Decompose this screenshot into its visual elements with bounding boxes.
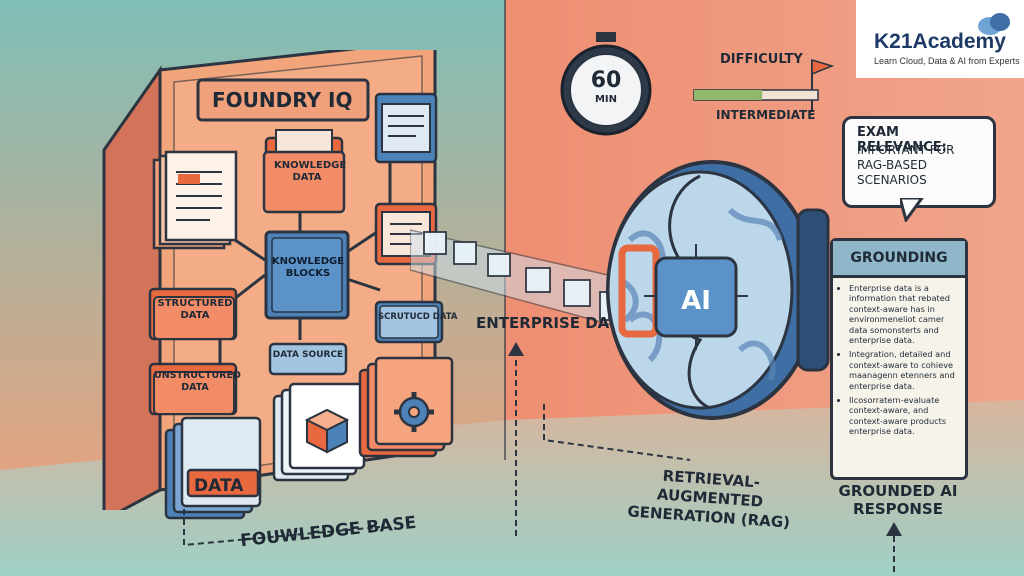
structured-data-folder	[148, 287, 238, 341]
data-source-label: DATA SOURCE	[272, 350, 344, 360]
enterprise-data-label: ENTERPRISE DATA	[476, 314, 629, 332]
structured-data-label: STRUCTURED DATA	[157, 298, 233, 321]
knowledge-data-label: KNOWLEDGE DATA	[274, 160, 347, 183]
brain-icon	[606, 160, 830, 420]
top-right-doc-icon	[374, 92, 438, 164]
gear-stack-icon	[358, 356, 454, 458]
cloud-logo-icon	[978, 13, 1010, 35]
unstructured-data-folder	[148, 362, 238, 416]
rag-arrow	[543, 404, 691, 461]
exam-relevance-bubble: EXAM RELEVANCE: IMPORTANT FOR RAG-BASED …	[842, 116, 996, 208]
data-label: DATA	[194, 476, 244, 496]
unstructured-data-label: UNSTRUCTURED DATA	[154, 370, 241, 393]
foundry-title: FOUNDRY IQ	[212, 88, 353, 112]
scrutucd-data-box	[374, 300, 444, 344]
enterprise-arrow	[508, 342, 524, 536]
k21academy-logo: K21Academy Learn Cloud, Data & AI from E…	[856, 0, 1024, 78]
timer-number: 60	[590, 68, 622, 93]
foundry-title-tag	[196, 78, 370, 122]
timer-icon	[560, 32, 652, 136]
logo-tagline: Learn Cloud, Data & AI from Experts	[874, 56, 1020, 66]
document-stack-icon	[152, 150, 238, 250]
difficulty-bar	[693, 58, 835, 112]
response-arrow	[886, 522, 902, 572]
difficulty-level: INTERMEDIATE	[716, 108, 816, 122]
difficulty-label: DIFFICULTY	[720, 52, 803, 67]
knowledge-blocks-box	[264, 230, 350, 320]
timer-unit: MIN	[594, 94, 618, 105]
cube-stack-icon	[272, 382, 366, 482]
data-source-tag	[268, 342, 348, 376]
knowledge-blocks-label: KNOWLEDGE BLOCKS	[271, 256, 345, 279]
grounding-bullet: Ilcosorratern-evaluate context-aware, an…	[849, 395, 959, 437]
grounding-title: GROUNDING	[833, 241, 965, 278]
exam-relevance-title: EXAM RELEVANCE:	[857, 125, 947, 155]
grounding-bullet: Integration, detailed and context-aware …	[849, 349, 959, 391]
logo-name: K21Academy	[874, 30, 1006, 53]
knowledge-base-bracket	[183, 509, 381, 547]
exam-relevance-text: IMPORTANT FOR RAG-BASED SCENARIOS	[857, 143, 955, 187]
scrutucd-data-label: SCRUTUCD DATA	[378, 312, 458, 322]
ai-label: AI	[681, 286, 711, 316]
bubble-tail	[900, 198, 924, 222]
grounding-panel: GROUNDING Enterprise data is a informati…	[830, 238, 968, 480]
grounding-bullet: Enterprise data is a information that re…	[849, 283, 959, 345]
knowledge-data-folder	[262, 129, 346, 214]
data-stack-icon	[164, 416, 262, 520]
grounded-response-label: GROUNDED AI RESPONSE	[838, 482, 958, 518]
grounding-body: Enterprise data is a information that re…	[841, 283, 959, 441]
